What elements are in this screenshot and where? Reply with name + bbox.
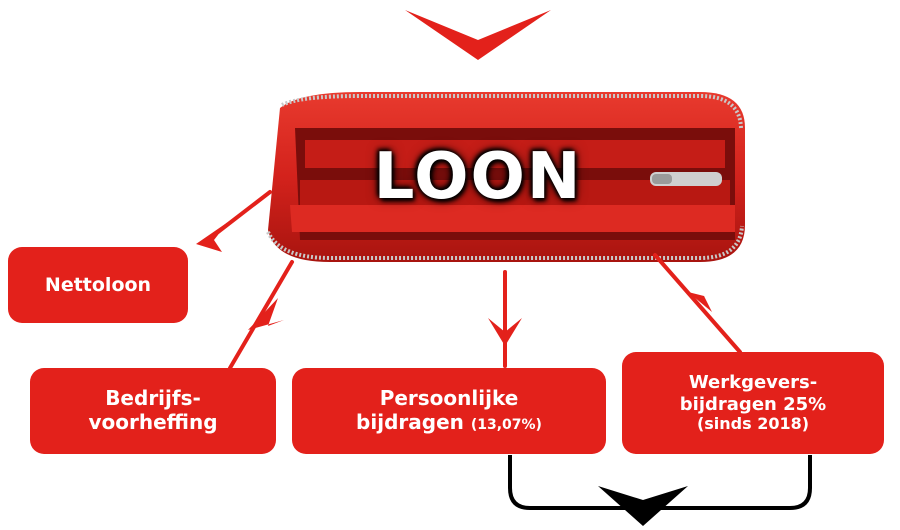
nettoloon-label: Nettoloon (45, 274, 151, 296)
wallet-title: LOON (318, 132, 638, 222)
red-arrow-icon (655, 255, 740, 352)
bedrijfsvoorheffing-line1: Bedrijfs- (105, 387, 201, 411)
down-chevron-icon (405, 10, 551, 60)
persoonlijke-bijdragen-box: Persoonlijke bijdragen (13,07%) (292, 368, 606, 454)
persoonlijke-line2: bijdragen (356, 410, 464, 434)
red-arrow-icon (218, 192, 270, 232)
nettoloon-box: Nettoloon (8, 247, 188, 323)
bedrijfsvoorheffing-line2: voorheffing (88, 411, 217, 435)
red-arrow-icon (196, 222, 228, 252)
werkgevers-line1: Werkgevers- (689, 372, 817, 393)
bedrijfsvoorheffing-box: Bedrijfs- voorheffing (30, 368, 276, 454)
persoonlijke-note: (13,07%) (471, 417, 542, 433)
persoonlijke-line1: Persoonlijke (380, 387, 519, 411)
red-arrow-icon (230, 262, 292, 368)
werkgevers-note: (sinds 2018) (697, 415, 809, 434)
werkgeversbijdragen-box: Werkgevers- bijdragen 25% (sinds 2018) (622, 352, 884, 454)
werkgevers-line2: bijdragen 25% (680, 394, 826, 415)
